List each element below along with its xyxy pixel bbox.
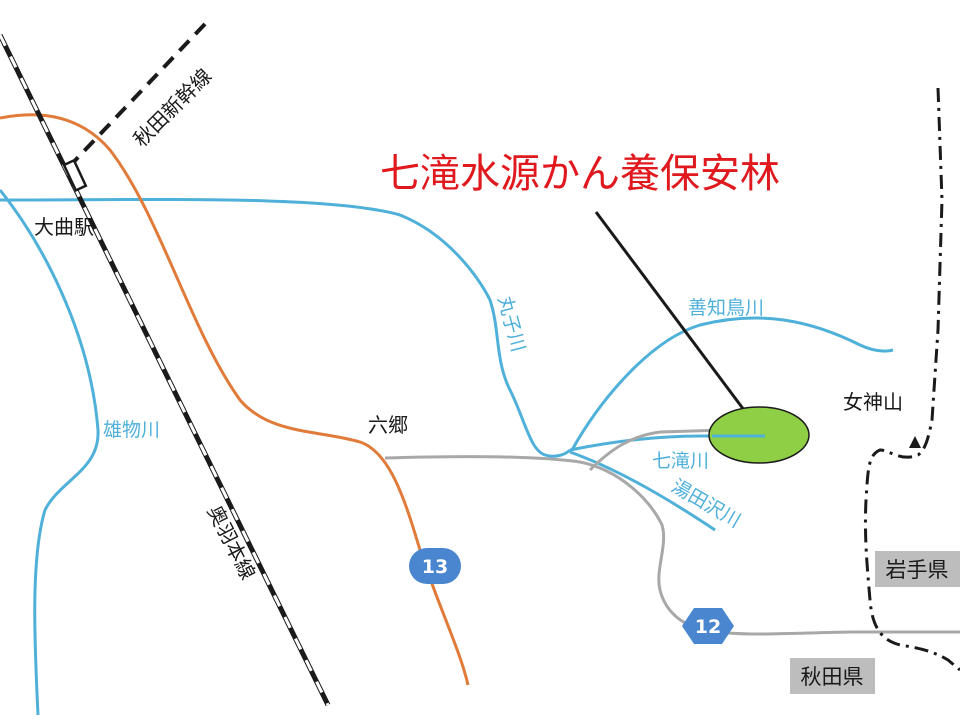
road-rokugo <box>384 455 960 636</box>
road-branch <box>588 428 726 472</box>
route-12-shield: 12 <box>682 608 734 644</box>
omagari-station-label: 大曲駅 <box>34 215 94 239</box>
omagari-station-icon <box>62 158 88 193</box>
map-title: 七滝水源かん養保安林 <box>380 151 780 197</box>
iwate-pref-label: 岩手県 <box>886 558 949 582</box>
mountain-peak-icon <box>909 436 921 448</box>
akita-pref-box <box>790 658 875 694</box>
ou-line-label: 奥羽本線 <box>203 501 261 583</box>
akita-pref-label: 秋田県 <box>801 665 864 689</box>
yutazawa-river <box>569 450 716 532</box>
nanataki-river <box>569 434 765 452</box>
omono-river <box>0 189 100 716</box>
route-12-label: 12 <box>695 616 721 638</box>
omono-river-label: 雄物川 <box>103 419 160 441</box>
route-13-shield: 13 <box>409 548 461 584</box>
nanataki-river-label: 七滝川 <box>652 450 709 472</box>
zenchidori-river-label: 善知鳥川 <box>688 297 764 319</box>
route-13-label: 13 <box>422 556 448 578</box>
akita-shinkansen-railway <box>64 22 207 172</box>
zenchidori-river <box>570 316 894 451</box>
leader-line <box>594 211 749 415</box>
akita-shinkansen-label: 秋田新幹線 <box>129 64 217 152</box>
maruko-river <box>0 197 572 458</box>
prefecture-border <box>863 87 960 672</box>
iwate-pref-box <box>875 551 960 587</box>
megamiyama-label: 女神山 <box>843 390 903 414</box>
ou-line-railway <box>0 33 331 707</box>
rokugo-label: 六郷 <box>368 413 408 437</box>
